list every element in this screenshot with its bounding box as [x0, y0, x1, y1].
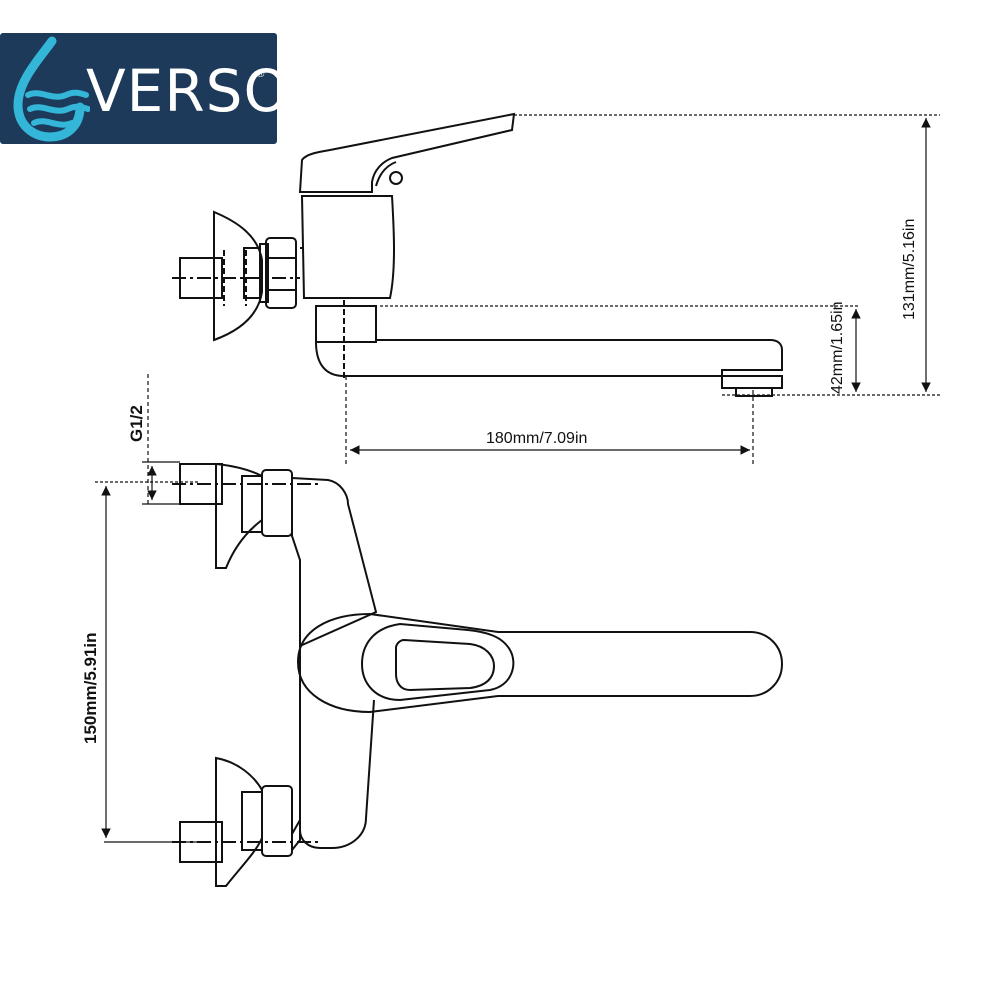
- side-wall-flange: [213, 210, 263, 342]
- spout-height-label: 42mm/1.65in: [829, 302, 846, 395]
- inlet-spacing-label: 150mm/5.91in: [81, 632, 100, 744]
- brand-name: VERSO: [86, 57, 291, 125]
- top-spout: [498, 631, 784, 697]
- water-drop-icon: [13, 36, 90, 142]
- registered-mark: ®: [257, 69, 265, 80]
- total-height-label: 131mm/5.16in: [901, 219, 918, 320]
- side-valve-body: [300, 195, 395, 299]
- side-lever-handle: [298, 112, 516, 193]
- top-dimension-lines: [95, 374, 200, 843]
- faucet-side-view: [172, 112, 783, 397]
- top-valve-body: [296, 613, 499, 714]
- top-crossbar-body: [291, 476, 378, 853]
- spout-reach-label: 180mm/7.09in: [486, 430, 587, 447]
- top-lever-handle: [360, 622, 515, 702]
- thread-label: G1/2: [127, 405, 146, 442]
- side-spout: [315, 339, 783, 377]
- faucet-top-view: [172, 462, 784, 887]
- brand-logo: VERSO ®: [0, 33, 289, 144]
- side-dimension-lines: [345, 114, 940, 466]
